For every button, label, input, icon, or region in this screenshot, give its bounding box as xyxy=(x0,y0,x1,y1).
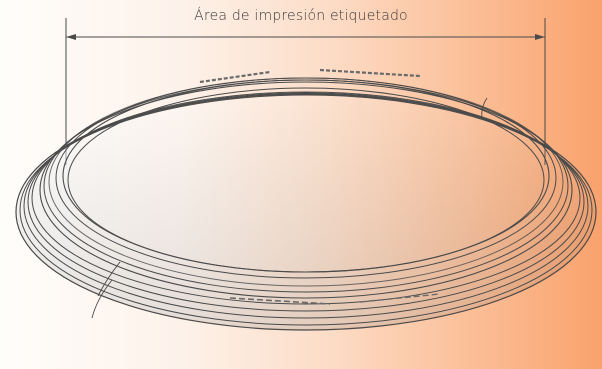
dimension-label: Área de impresión etiquetado xyxy=(194,8,408,24)
arrow-left-icon xyxy=(66,34,76,40)
lid-ring-icon xyxy=(15,68,597,331)
dimension-line xyxy=(65,18,546,165)
arrow-right-icon xyxy=(535,34,545,40)
